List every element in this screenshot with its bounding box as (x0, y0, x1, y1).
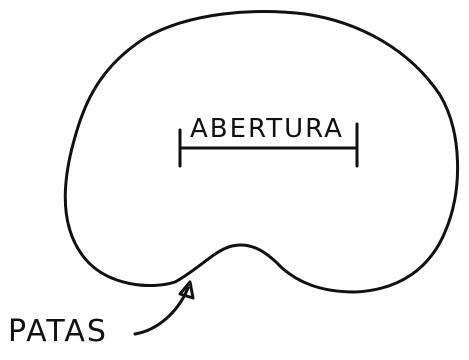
opening-label: ABERTURA (190, 114, 344, 144)
body-outline (65, 12, 457, 292)
legs-label: PATAS (8, 314, 108, 349)
